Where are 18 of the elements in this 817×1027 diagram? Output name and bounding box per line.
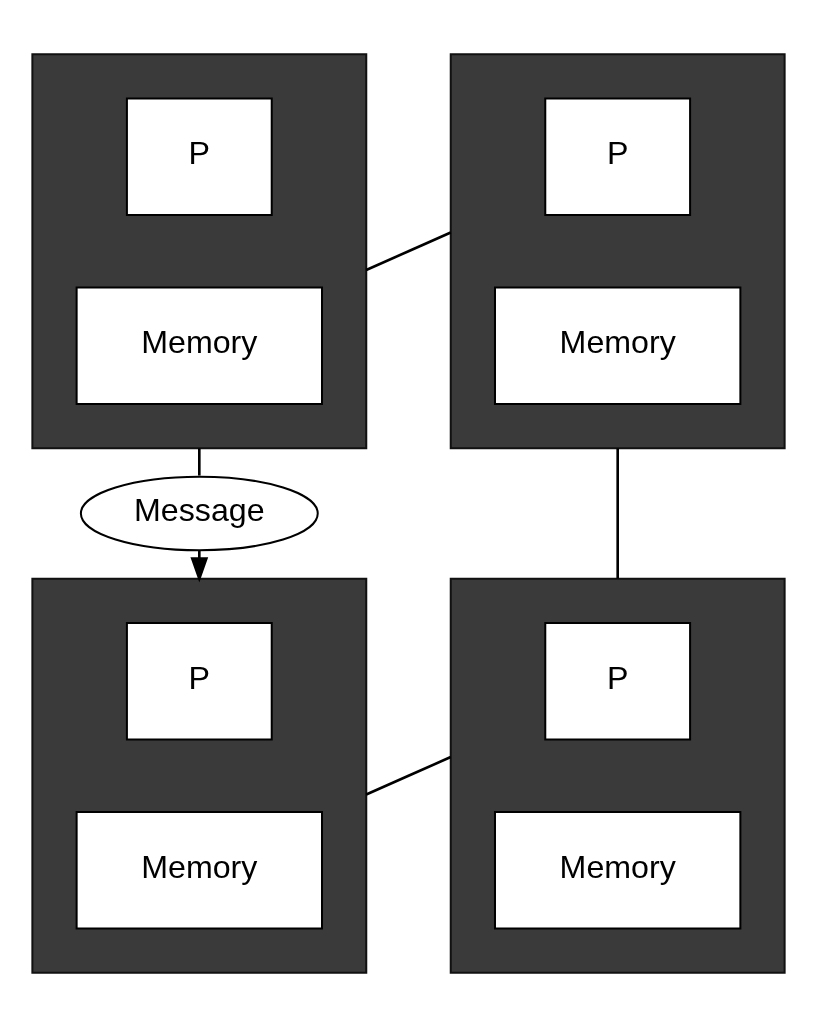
connector — [198, 448, 201, 476]
cluster — [31, 53, 368, 450]
node-box: P — [125, 621, 273, 741]
node-box: Memory — [494, 810, 742, 930]
cluster — [449, 53, 786, 450]
connector — [616, 448, 619, 579]
connector — [365, 755, 452, 796]
cluster — [449, 577, 786, 974]
node-box: P — [544, 97, 692, 217]
arrow — [190, 551, 209, 583]
node-box: P — [544, 621, 692, 741]
node-box: P — [125, 97, 273, 217]
node-ellipse: Message — [79, 475, 319, 552]
node-box: Memory — [494, 286, 742, 406]
cluster — [31, 577, 368, 974]
connector — [365, 231, 452, 272]
node-box: Memory — [75, 810, 323, 930]
node-box: Memory — [75, 286, 323, 406]
